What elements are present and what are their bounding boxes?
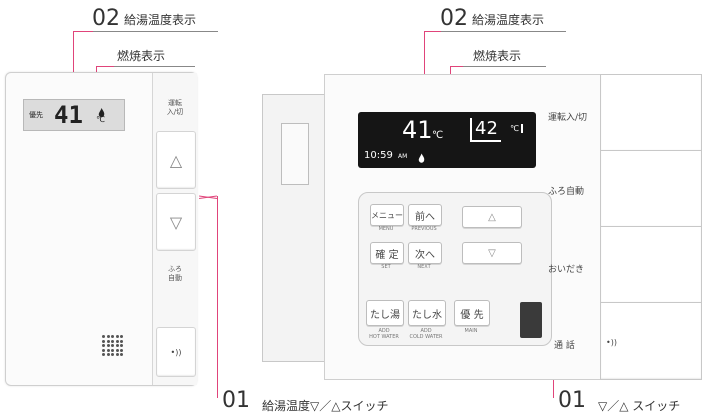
- lcd-temperature-unit: ℃: [96, 115, 105, 124]
- lcd-temperature-value: 41: [54, 101, 83, 129]
- callout-label-combustion-right: 燃焼表示: [473, 49, 522, 63]
- intercom-label: 通 話: [554, 341, 575, 351]
- temperature-down-button[interactable]: ▽: [156, 193, 196, 251]
- callout-leader: [450, 66, 463, 67]
- callout-leader: [217, 196, 218, 398]
- callout-number-display-left: 02: [92, 6, 120, 31]
- intercom-button[interactable]: [600, 302, 702, 380]
- callout-underline: [440, 31, 566, 32]
- add-cold-water-sublabel: ADD COLD WATER: [409, 328, 443, 340]
- power-button[interactable]: [600, 74, 702, 152]
- up-triangle-icon: △: [488, 211, 496, 223]
- priority-button-sublabel: MAIN: [464, 328, 478, 334]
- small-lcd-display: 優先 41 ℃: [23, 99, 125, 131]
- callout-label-temp-display-right: 給湯温度表示: [472, 13, 545, 27]
- lcd-bath-temp: 42: [470, 118, 501, 142]
- add-cold-water-label: たし水: [412, 309, 442, 321]
- callout-leader: [424, 31, 441, 32]
- reheat-button[interactable]: [600, 226, 702, 304]
- lcd-hot-water-unit: ℃: [432, 130, 444, 141]
- flame-icon: [418, 149, 425, 168]
- callout-number-switch-left: 01: [222, 388, 250, 413]
- temperature-up-button[interactable]: △: [156, 131, 196, 189]
- menu-button-label: メニュー: [371, 210, 403, 220]
- speaker-wave-icon: •)): [170, 347, 182, 357]
- lcd-priority-indicator: 優先: [29, 111, 43, 119]
- callout-number-display-right: 02: [440, 6, 468, 31]
- callout-label-combustion-left: 燃焼表示: [117, 49, 166, 63]
- callout-label-switch-right: ▽／△ スイッチ: [598, 399, 681, 413]
- up-triangle-icon: △: [169, 150, 183, 170]
- intercom-button[interactable]: •)): [156, 327, 196, 377]
- next-button-sublabel: NEXT: [417, 264, 431, 270]
- next-button-label: 次へ: [415, 249, 435, 261]
- bath-auto-button[interactable]: [600, 150, 702, 228]
- reheat-label: おいだき: [548, 265, 585, 275]
- speaker-grille: [102, 335, 124, 357]
- add-hot-water-button[interactable]: たし湯: [366, 300, 404, 326]
- callout-underline: [92, 31, 218, 32]
- previous-button[interactable]: 前へ: [408, 204, 442, 226]
- menu-button-sublabel: MENU: [378, 226, 394, 232]
- cover-flap: [262, 94, 325, 362]
- main-remote-controller: 41 ℃ 42 ℃ 10:59 AM メニュー MENU 前へ PREVIOUS…: [262, 74, 702, 380]
- lcd-clock-ampm: AM: [398, 153, 408, 160]
- previous-button-label: 前へ: [415, 211, 435, 223]
- power-label: 運転入/切: [548, 113, 588, 123]
- callout-underline: [462, 66, 546, 67]
- bath-auto-button-label: ふろ 自動: [168, 265, 182, 282]
- add-hot-water-label: たし湯: [370, 309, 400, 321]
- callout-leader: [96, 66, 114, 67]
- lcd-clock-time: 10:59: [364, 150, 393, 161]
- next-button[interactable]: 次へ: [408, 242, 442, 264]
- down-triangle-icon: ▽: [488, 247, 496, 259]
- previous-button-sublabel: PREVIOUS: [411, 226, 437, 232]
- callout-label-switch-left: 給湯温度▽／△スイッチ: [262, 399, 389, 413]
- callout-label-temp-display-left: 給湯温度表示: [124, 13, 197, 27]
- set-button[interactable]: 確 定: [370, 242, 404, 264]
- set-button-sublabel: SET: [381, 264, 391, 270]
- bath-auto-label: ふろ自動: [548, 187, 585, 197]
- up-button[interactable]: △: [462, 206, 522, 228]
- microphone-grille: [520, 302, 542, 338]
- callout-leader: [73, 31, 74, 103]
- callout-number-switch-right: 01: [558, 388, 586, 413]
- cover-window: [281, 123, 309, 185]
- lcd-bath-unit: ℃: [510, 124, 523, 133]
- compact-remote-controller: 優先 41 ℃ 運転 入/切 △ ▽ ふろ 自動 •)): [5, 72, 197, 386]
- large-lcd-display: 41 ℃ 42 ℃ 10:59 AM: [358, 112, 536, 168]
- callout-leader: [73, 31, 93, 32]
- power-button-label: 運転 入/切: [166, 99, 184, 116]
- set-button-label: 確 定: [375, 249, 399, 261]
- down-button[interactable]: ▽: [462, 242, 522, 264]
- menu-button[interactable]: メニュー: [370, 204, 404, 226]
- flame-icon: [98, 103, 105, 122]
- priority-button-label: 優 先: [460, 309, 484, 321]
- callout-underline: [113, 66, 195, 67]
- priority-button[interactable]: 優 先: [454, 300, 490, 326]
- add-cold-water-button[interactable]: たし水: [408, 300, 446, 326]
- down-triangle-icon: ▽: [169, 212, 183, 232]
- add-hot-water-sublabel: ADD HOT WATER: [369, 328, 399, 340]
- speaker-wave-icon: •)): [606, 338, 617, 347]
- lcd-hot-water-temp: 41: [402, 116, 433, 144]
